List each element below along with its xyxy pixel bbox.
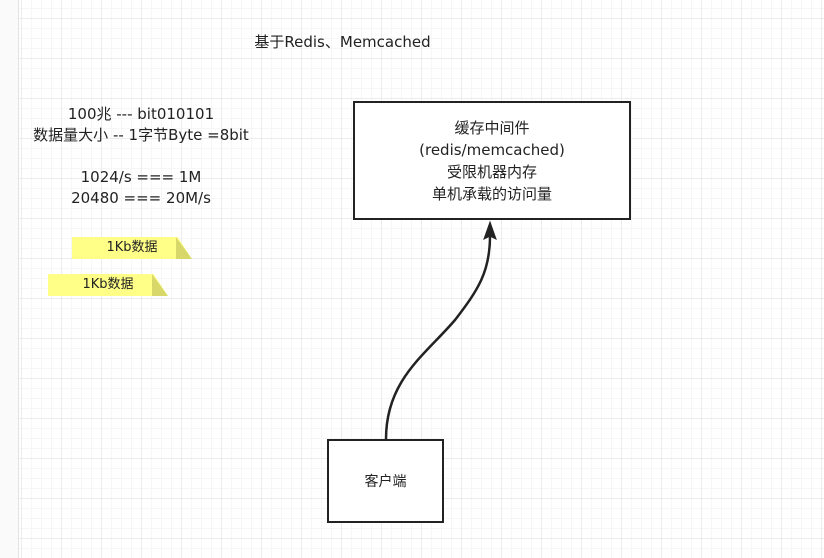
client-to-cache-arrow[interactable] [384,235,492,440]
cache-box-line-3: 受限机器内存 [446,163,537,181]
arrow-head [483,220,497,241]
note-line-4: 1024/s === 1M [80,168,202,186]
notes-text-block[interactable]: 100兆 --- bit010101 数据量大小 -- 1字节Byte =8bi… [10,104,272,209]
sticky-note-label: 1Kb数据 [82,277,134,292]
client-box[interactable]: 客户端 [327,439,444,523]
cache-box-text: 缓存中间件 (redis/memcached) 受限机器内存 单机承载的访问量 [355,117,629,205]
note-line-2: 数据量大小 -- 1字节Byte =8bit [33,126,249,144]
cache-box-line-1: 缓存中间件 [454,119,530,137]
sticky-note-2[interactable]: 1Kb数据 [48,274,168,296]
client-box-label: 客户端 [364,474,407,490]
canvas-left-margin [0,0,19,558]
note-line-5: 20480 === 20M/s [71,189,211,207]
cache-middleware-box[interactable]: 缓存中间件 (redis/memcached) 受限机器内存 单机承载的访问量 [353,101,631,220]
cache-box-line-4: 单机承载的访问量 [431,185,552,203]
note-line-1: 100兆 --- bit010101 [67,105,215,123]
cache-box-line-2: (redis/memcached) [419,141,565,159]
sticky-note-label: 1Kb数据 [106,240,158,255]
diagram-title[interactable]: 基于Redis、Memcached [254,33,431,51]
